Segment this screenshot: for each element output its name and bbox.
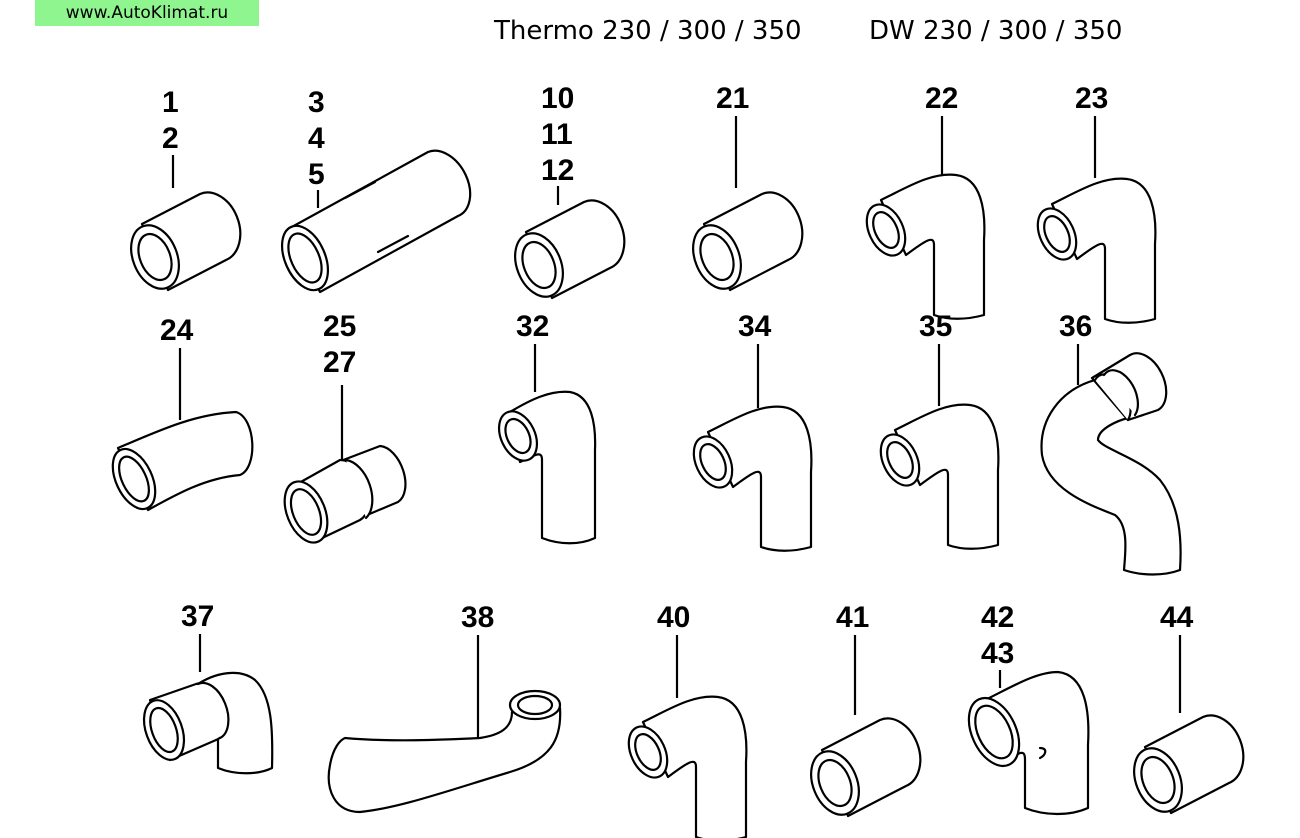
s-bend-hose-icon <box>1040 352 1182 576</box>
short-straight-hose-icon <box>505 199 626 305</box>
part-label: 36 <box>1059 310 1092 343</box>
part-label: 21 <box>716 82 749 115</box>
elbow-hose-icon <box>872 403 1000 550</box>
part-label: 37 <box>181 600 214 633</box>
part-label: 5 <box>308 158 325 191</box>
elbow-hose-icon <box>1029 177 1157 324</box>
elbow-hose-icon <box>858 173 986 320</box>
part-21: 21 <box>683 82 804 297</box>
part-10-11-12: 10 11 12 <box>505 82 626 305</box>
short-straight-hose-icon <box>801 717 922 823</box>
short-straight-hose-icon <box>683 191 804 297</box>
part-36: 36 <box>1040 310 1182 576</box>
part-label: 22 <box>925 82 958 115</box>
curved-hose-icon <box>111 410 254 512</box>
part-42-43: 42 43 <box>967 601 1090 816</box>
part-label: 27 <box>323 346 356 379</box>
long-bent-hose-icon <box>327 689 562 814</box>
part-label: 35 <box>919 310 952 343</box>
part-32: 32 <box>497 310 597 545</box>
part-23: 23 <box>1029 82 1157 324</box>
part-22: 22 <box>858 82 986 320</box>
long-elbow-hose-icon <box>497 390 597 545</box>
part-label: 25 <box>323 310 356 343</box>
part-label: 11 <box>541 118 573 151</box>
part-label: 23 <box>1075 82 1108 115</box>
part-label: 32 <box>516 310 549 343</box>
part-1-2: 1 2 <box>121 86 242 297</box>
part-label: 38 <box>461 601 494 634</box>
long-straight-hose-icon <box>280 149 472 294</box>
part-label: 12 <box>541 154 574 187</box>
part-label: 41 <box>836 601 869 634</box>
part-label: 40 <box>657 601 690 634</box>
part-35: 35 <box>872 310 1000 550</box>
part-label: 3 <box>308 86 325 119</box>
part-label: 4 <box>308 122 325 155</box>
site-url-badge[interactable]: www.AutoKlimat.ru <box>35 0 259 26</box>
elbow-hose-icon <box>620 695 748 838</box>
title-thermo-models: Thermo 230 / 300 / 350 <box>494 16 802 46</box>
part-34: 34 <box>685 310 813 552</box>
part-41: 41 <box>801 601 922 823</box>
part-label: 43 <box>981 637 1014 670</box>
reducer-hose-icon <box>283 444 407 544</box>
part-44: 44 <box>1124 601 1245 820</box>
part-label: 34 <box>738 310 772 343</box>
part-label: 44 <box>1160 601 1194 634</box>
part-label: 24 <box>160 314 194 347</box>
part-25-27: 25 27 <box>283 310 407 544</box>
large-elbow-hose-icon <box>967 670 1090 816</box>
part-38: 38 <box>327 601 562 814</box>
part-label: 2 <box>162 122 179 155</box>
part-24: 24 <box>111 314 254 512</box>
part-label: 10 <box>541 82 574 115</box>
elbow-with-collar-hose-icon <box>142 671 274 775</box>
part-label: 42 <box>981 601 1014 634</box>
title-dw-models: DW 230 / 300 / 350 <box>869 16 1123 46</box>
elbow-hose-icon <box>685 405 813 552</box>
part-40: 40 <box>620 601 748 838</box>
part-3-4-5: 3 4 5 <box>280 86 472 294</box>
short-straight-hose-icon <box>121 191 242 297</box>
part-label: 1 <box>162 86 179 119</box>
short-straight-hose-icon <box>1124 714 1245 820</box>
part-37: 37 <box>142 600 274 775</box>
